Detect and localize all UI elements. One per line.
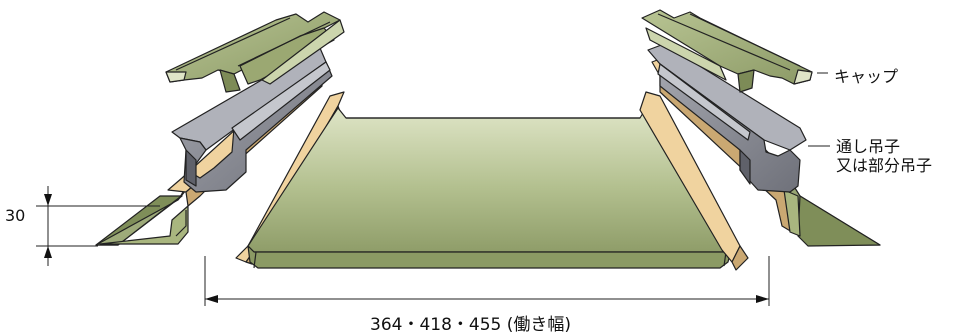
width-dimension-label: 364・418・455 (働き幅) xyxy=(370,315,572,334)
right-cap xyxy=(641,9,813,93)
height-arrow-bottom xyxy=(44,246,52,258)
cap-label: キャップ xyxy=(834,67,899,86)
width-arrow-left xyxy=(205,295,218,303)
right-clip xyxy=(647,43,807,193)
clip-label-line-1: 通し吊子 xyxy=(836,137,901,156)
left-cap xyxy=(165,11,345,93)
centre-panel xyxy=(247,107,733,269)
clip-label: 通し吊子 又は部分吊子 xyxy=(836,137,932,175)
clip-label-line-2: 又は部分吊子 xyxy=(836,156,933,175)
height-dimension-label: 30 xyxy=(5,206,26,225)
left-clip xyxy=(171,47,333,193)
right-inner-rib xyxy=(639,91,749,271)
width-arrow-right xyxy=(756,295,769,303)
height-arrow-top xyxy=(44,194,52,206)
